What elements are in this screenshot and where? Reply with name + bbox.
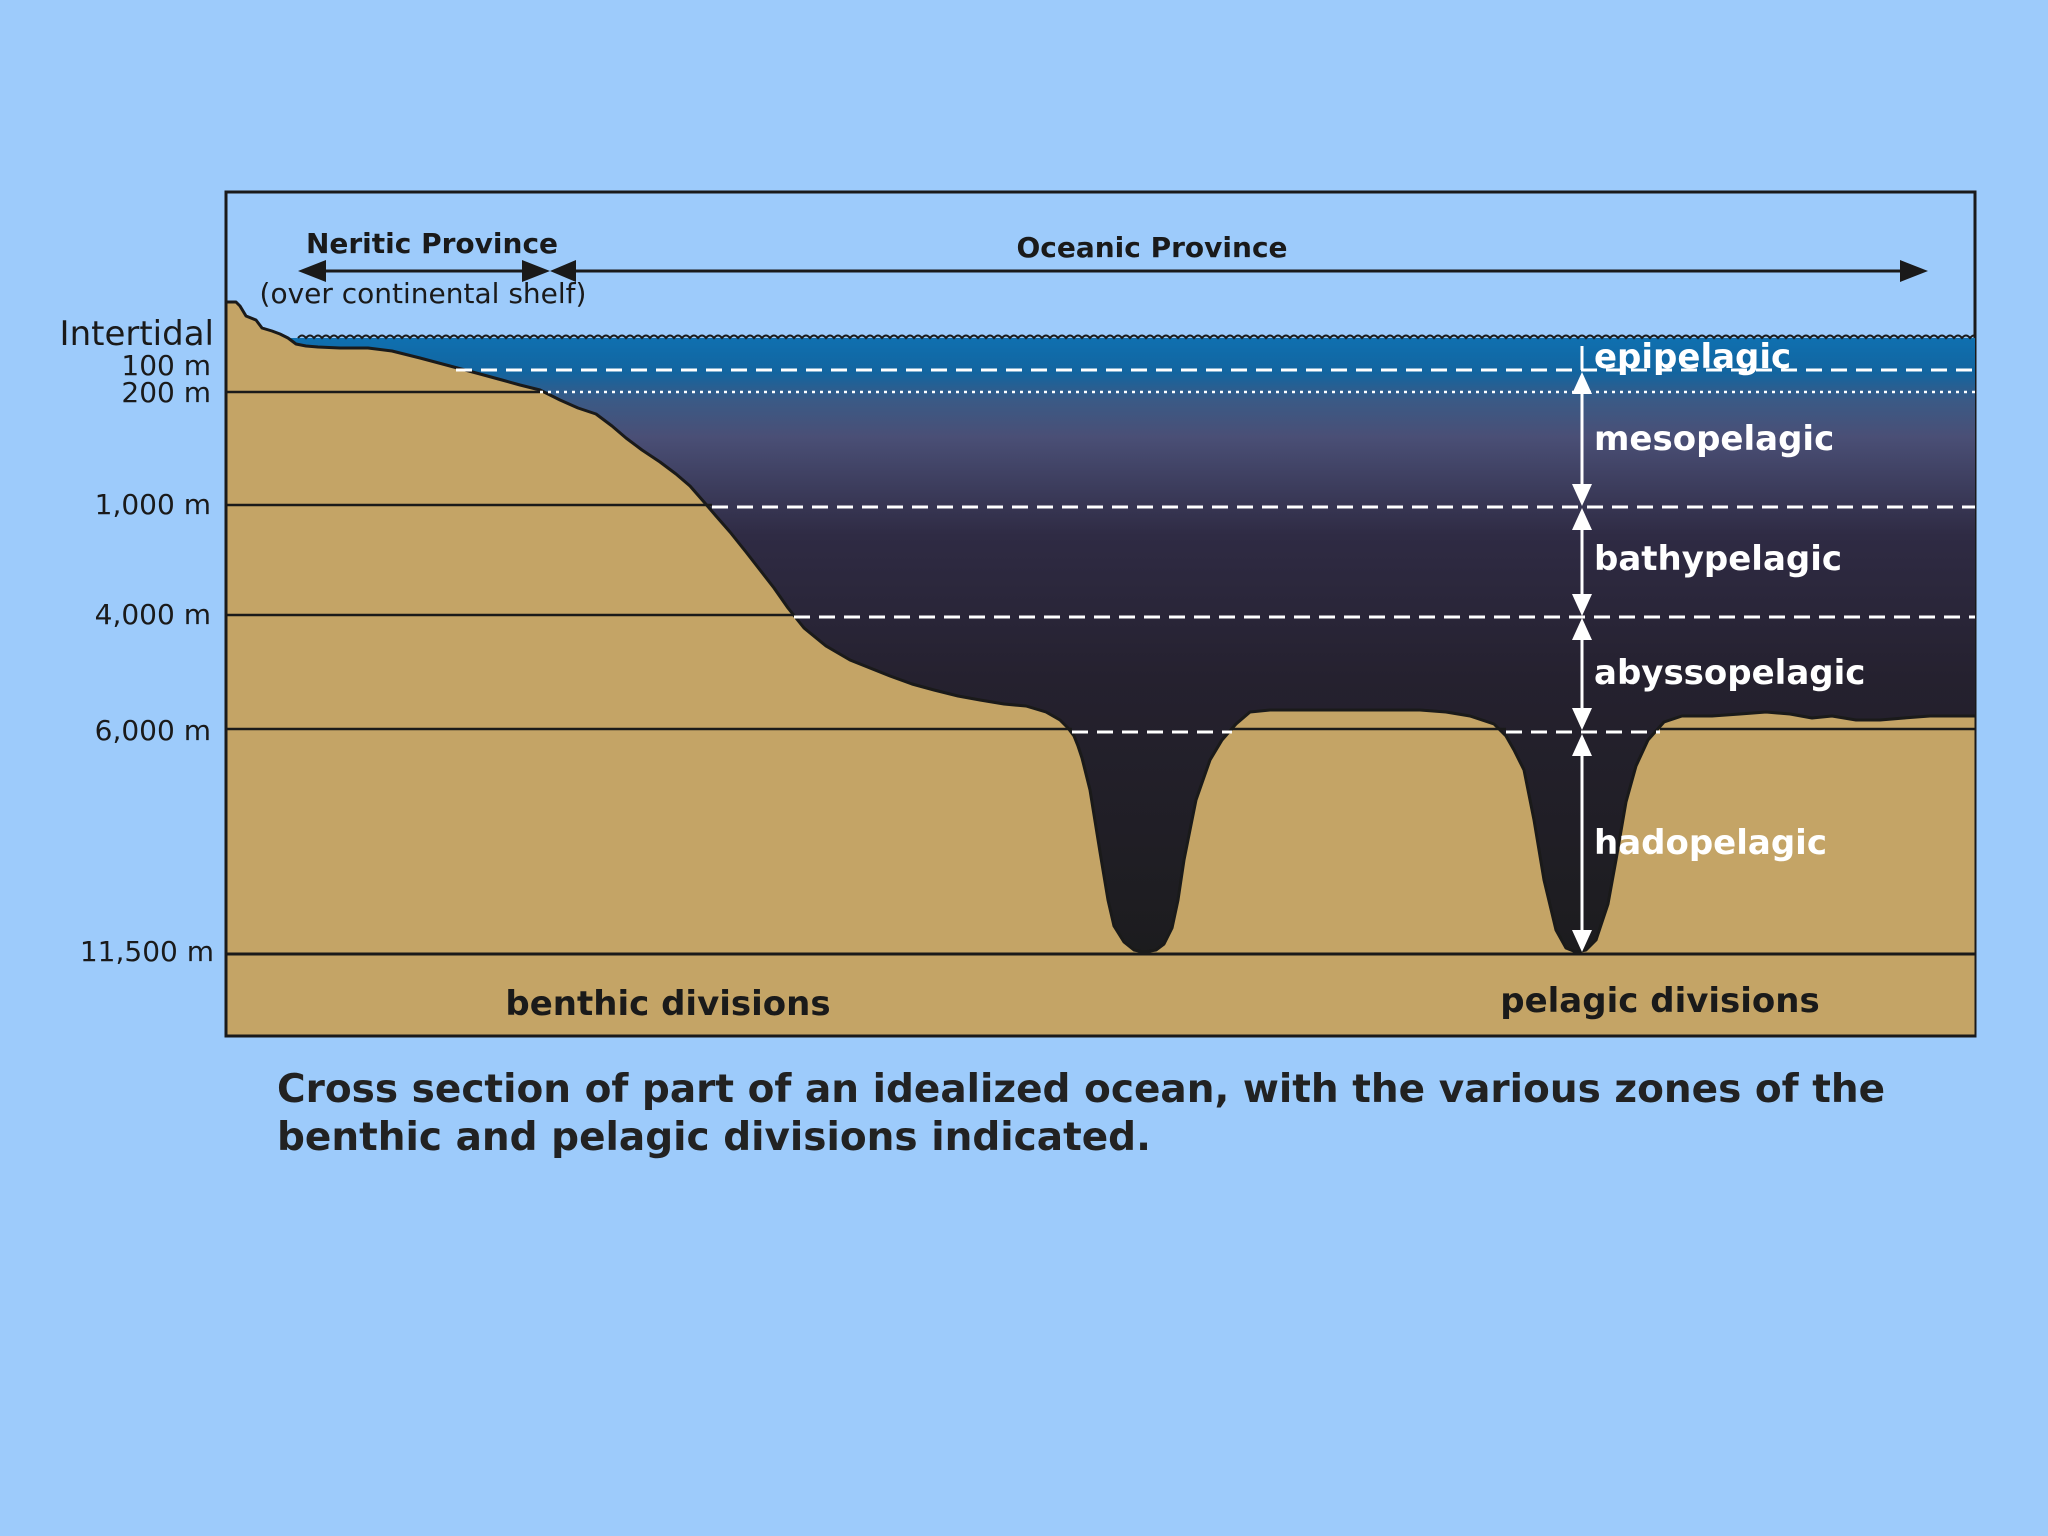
seabed-profile bbox=[226, 300, 1975, 1036]
zone-label-epipelagic: epipelagic bbox=[1594, 337, 1791, 377]
figure-caption: Cross section of part of an idealized oc… bbox=[277, 1067, 1886, 1160]
depth-label-1000m: 1,000 m bbox=[95, 488, 211, 521]
zone-label-abyssopelagic: abyssopelagic bbox=[1594, 653, 1865, 693]
sea-surface bbox=[297, 334, 1975, 340]
depth-label-11500m: 11,500 m bbox=[80, 935, 214, 968]
oceanic-arrow bbox=[550, 260, 1928, 282]
depth-label-4000m: 4,000 m bbox=[95, 598, 211, 631]
neritic-note-label: (over continental shelf) bbox=[260, 277, 587, 310]
neritic-province-label: Neritic Province bbox=[306, 227, 558, 260]
zone-label-bathypelagic: bathypelagic bbox=[1594, 539, 1842, 579]
zone-label-mesopelagic: mesopelagic bbox=[1594, 419, 1834, 459]
hadopelagic-arrow bbox=[1572, 734, 1592, 952]
bathypelagic-arrow bbox=[1572, 508, 1592, 616]
depth-label-200m: 200 m bbox=[121, 376, 211, 409]
depth-label-intertidal: Intertidal bbox=[60, 314, 214, 354]
oceanic-province-label: Oceanic Province bbox=[1016, 231, 1287, 264]
zone-label-hadopelagic: hadopelagic bbox=[1594, 823, 1827, 863]
depth-label-6000m: 6,000 m bbox=[95, 714, 211, 747]
neritic-arrow bbox=[298, 260, 550, 282]
benthic-divisions-label: benthic divisions bbox=[505, 984, 830, 1024]
abyssopelagic-arrow bbox=[1572, 618, 1592, 730]
pelagic-divisions-label: pelagic divisions bbox=[1500, 981, 1819, 1021]
depth-label-100m: 100 m bbox=[121, 349, 211, 382]
mesopelagic-arrow bbox=[1572, 372, 1592, 506]
